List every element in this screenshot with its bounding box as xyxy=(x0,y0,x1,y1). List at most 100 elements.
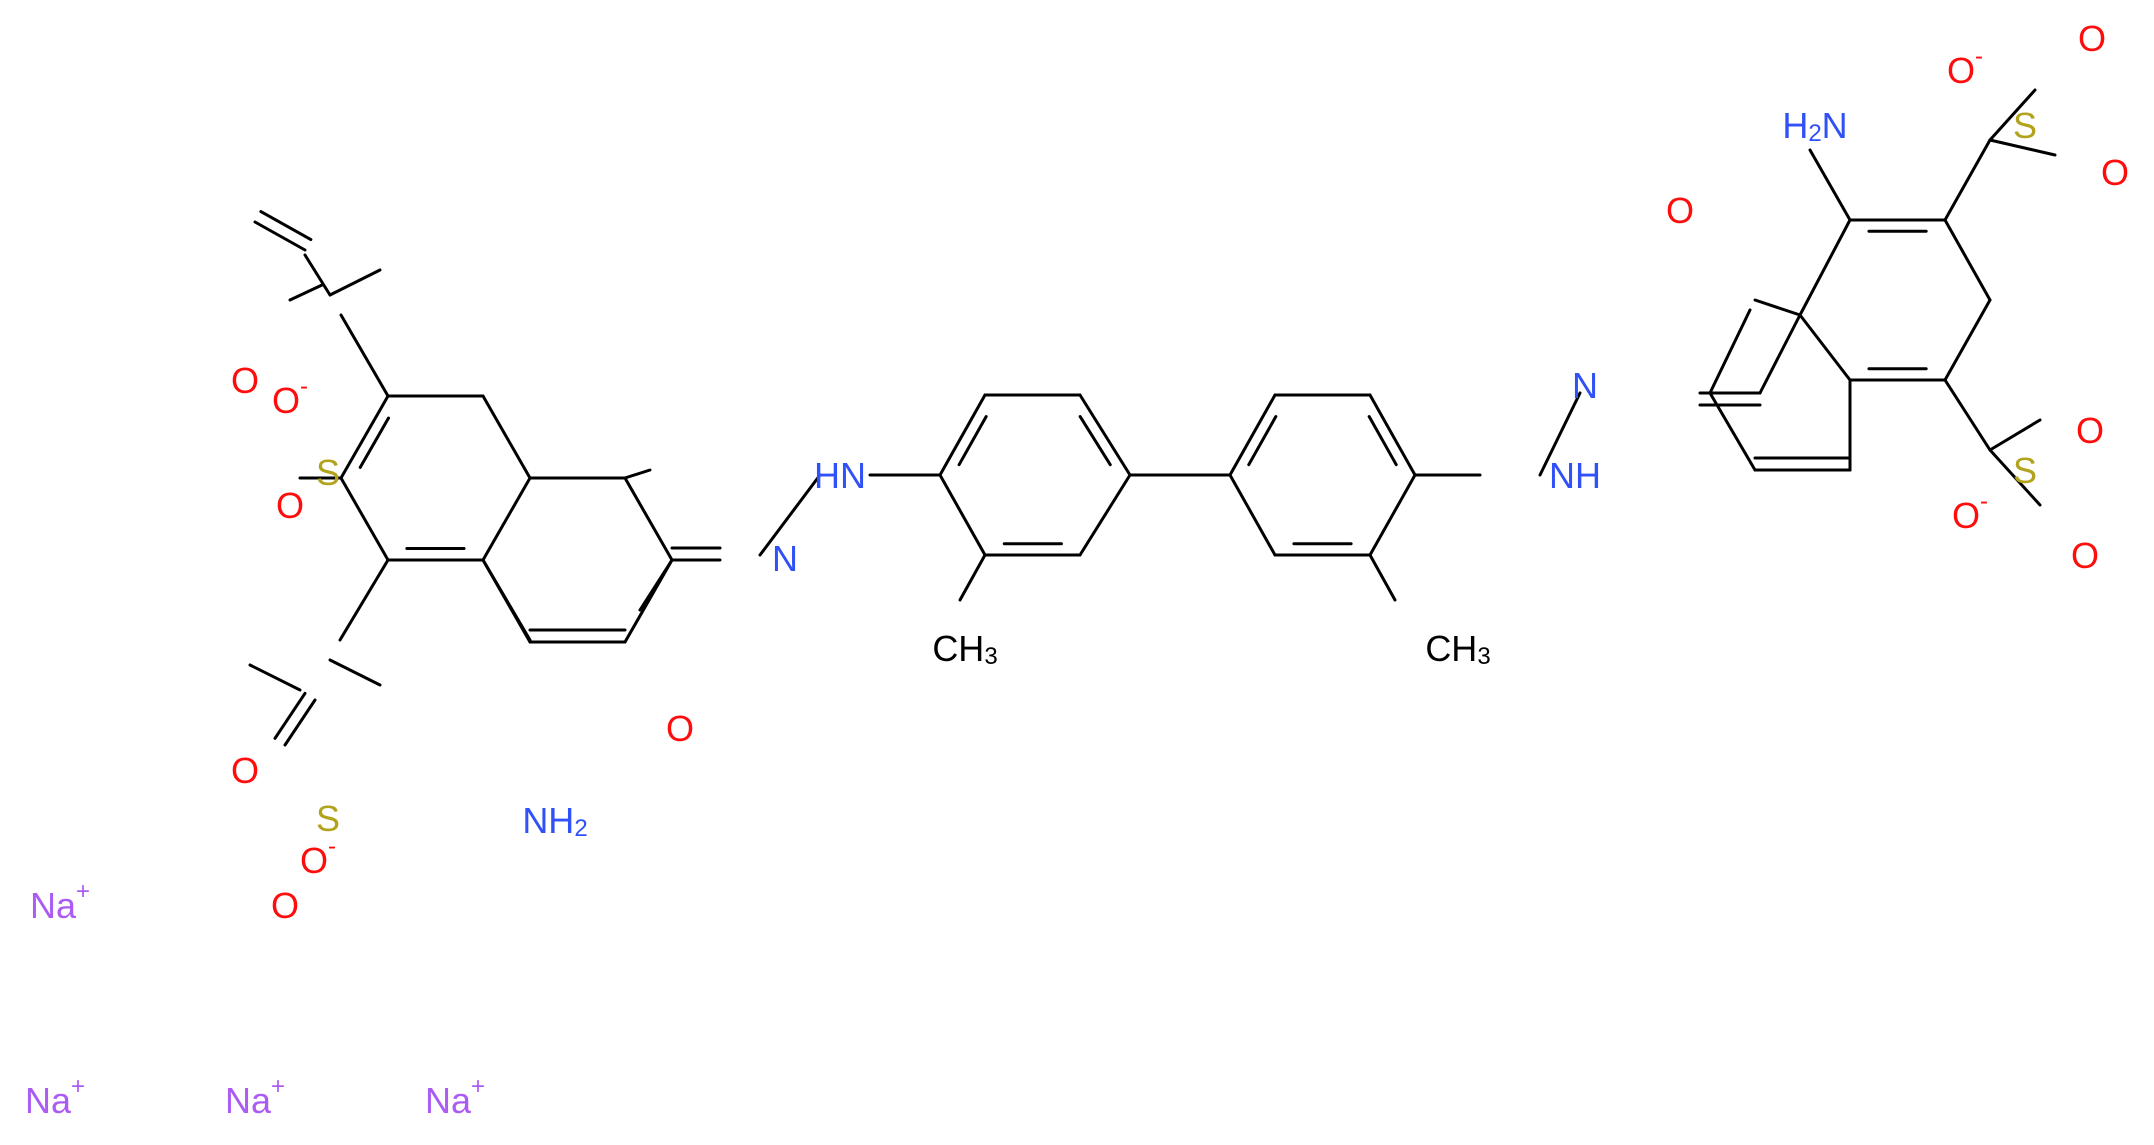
atom-symbol: CH xyxy=(1425,628,1477,669)
superscript: + xyxy=(71,1073,85,1100)
sulfonate-o: O xyxy=(276,485,304,526)
single-bond xyxy=(1943,138,1992,222)
aromatic-bond xyxy=(339,394,390,480)
single-bond xyxy=(1078,473,1132,557)
atom-symbol: S xyxy=(316,798,340,839)
sulfonate-o-minus: O- xyxy=(272,373,308,421)
hn-group: HN xyxy=(814,455,866,496)
single-bond xyxy=(623,468,652,480)
single-bond xyxy=(248,663,302,692)
atom-symbol: O xyxy=(2078,18,2106,59)
atom-symbol: O xyxy=(2071,535,2099,576)
sulfur-atom: S xyxy=(316,452,340,493)
single-bond xyxy=(1538,391,1582,477)
single-bond xyxy=(938,473,987,557)
single-bond xyxy=(1943,218,1992,302)
superscript: - xyxy=(1980,488,1988,515)
atom-symbol: S xyxy=(2013,105,2037,146)
subscript: 2 xyxy=(574,815,587,842)
atom-symbol: O xyxy=(271,885,299,926)
single-bond xyxy=(481,558,532,642)
aromatic-bond-inner xyxy=(1247,415,1278,467)
single-bond xyxy=(338,558,390,642)
sodium-ion: Na+ xyxy=(30,878,90,926)
methyl-group: CH3 xyxy=(1425,628,1490,670)
sodium-ion: Na+ xyxy=(225,1073,285,1121)
atom-label-layer: O-OSOO-OSONH2ONHNCH3NHNCH3OH2NO-OSOOSO-O… xyxy=(25,18,2129,1121)
atom-symbol: O xyxy=(272,380,300,421)
atom-symbol: O xyxy=(231,360,259,401)
single-bond xyxy=(958,553,987,602)
sulfur-atom: S xyxy=(2013,105,2037,146)
sulfonate-o: O xyxy=(2071,535,2099,576)
aromatic-bond-inner xyxy=(1078,415,1112,467)
amino-group: H2N xyxy=(1782,105,1847,147)
ketone-o: O xyxy=(1666,190,1694,231)
atom-symbol: O xyxy=(231,750,259,791)
sodium-ion: Na+ xyxy=(425,1073,485,1121)
single-bond xyxy=(1808,148,1852,222)
sulfonate-o: O xyxy=(271,885,299,926)
sulfonate-o-minus: O- xyxy=(1952,488,1988,536)
sulfonate-o: O xyxy=(2078,18,2106,59)
superscript: + xyxy=(76,878,90,905)
atom-symbol: Na xyxy=(30,885,77,926)
sulfur-atom: S xyxy=(316,798,340,839)
atom-symbol: O xyxy=(2101,152,2129,193)
single-bond xyxy=(1988,418,2042,452)
atom-symbol: S xyxy=(316,452,340,493)
atom-symbol: NH xyxy=(522,800,574,841)
single-bond xyxy=(339,476,390,562)
single-bond xyxy=(481,476,532,562)
aromatic-bond-inner xyxy=(358,416,391,469)
azo-n: N xyxy=(772,538,798,579)
superscript: - xyxy=(300,373,308,400)
single-bond xyxy=(339,313,390,398)
single-bond xyxy=(328,658,382,687)
aromatic-bond xyxy=(1368,393,1417,477)
single-bond xyxy=(638,558,674,612)
double-bond-line xyxy=(273,691,307,740)
single-bond xyxy=(623,476,674,562)
atom-symbol: O xyxy=(1666,190,1694,231)
single-bond xyxy=(1368,473,1417,557)
sulfur-atom: S xyxy=(2013,450,2037,491)
atom-symbol: O xyxy=(1952,495,1980,536)
aromatic-bond xyxy=(1228,393,1277,477)
atom-symbol: N xyxy=(772,538,798,579)
double-bond xyxy=(283,698,317,747)
atom-symbol: S xyxy=(2013,450,2037,491)
sulfonate-o: O xyxy=(231,360,259,401)
azo-n: N xyxy=(1572,365,1598,406)
single-bond xyxy=(1228,473,1277,557)
amino-group: NH2 xyxy=(522,800,587,842)
superscript: - xyxy=(1975,43,1983,70)
single-bond xyxy=(288,283,324,302)
single-bond xyxy=(1943,298,1992,382)
atom-symbol: O xyxy=(1947,50,1975,91)
atom-symbol: CH xyxy=(932,628,984,669)
subscript: 3 xyxy=(1477,643,1490,670)
aromatic-bond-inner xyxy=(1367,415,1398,467)
single-bond xyxy=(328,268,382,297)
atom-symbol: O xyxy=(666,708,694,749)
double-bond xyxy=(253,220,307,252)
single-bond xyxy=(303,253,332,297)
atom-prefix: H xyxy=(1782,105,1808,146)
single-bond xyxy=(1988,88,2037,142)
single-bond xyxy=(1943,378,1992,452)
aromatic-bond-inner xyxy=(957,415,988,467)
single-bond xyxy=(481,394,532,480)
superscript: + xyxy=(471,1073,485,1100)
single-bond xyxy=(1988,138,2057,157)
subscript: 3 xyxy=(984,643,997,670)
atom-symbol: N xyxy=(1572,365,1598,406)
superscript: - xyxy=(328,833,336,860)
sulfonate-o-minus: O- xyxy=(300,833,336,881)
bond-layer xyxy=(248,88,2057,747)
single-bond xyxy=(1368,553,1397,602)
single-bond xyxy=(1988,448,2042,507)
sulfonate-o: O xyxy=(2101,152,2129,193)
